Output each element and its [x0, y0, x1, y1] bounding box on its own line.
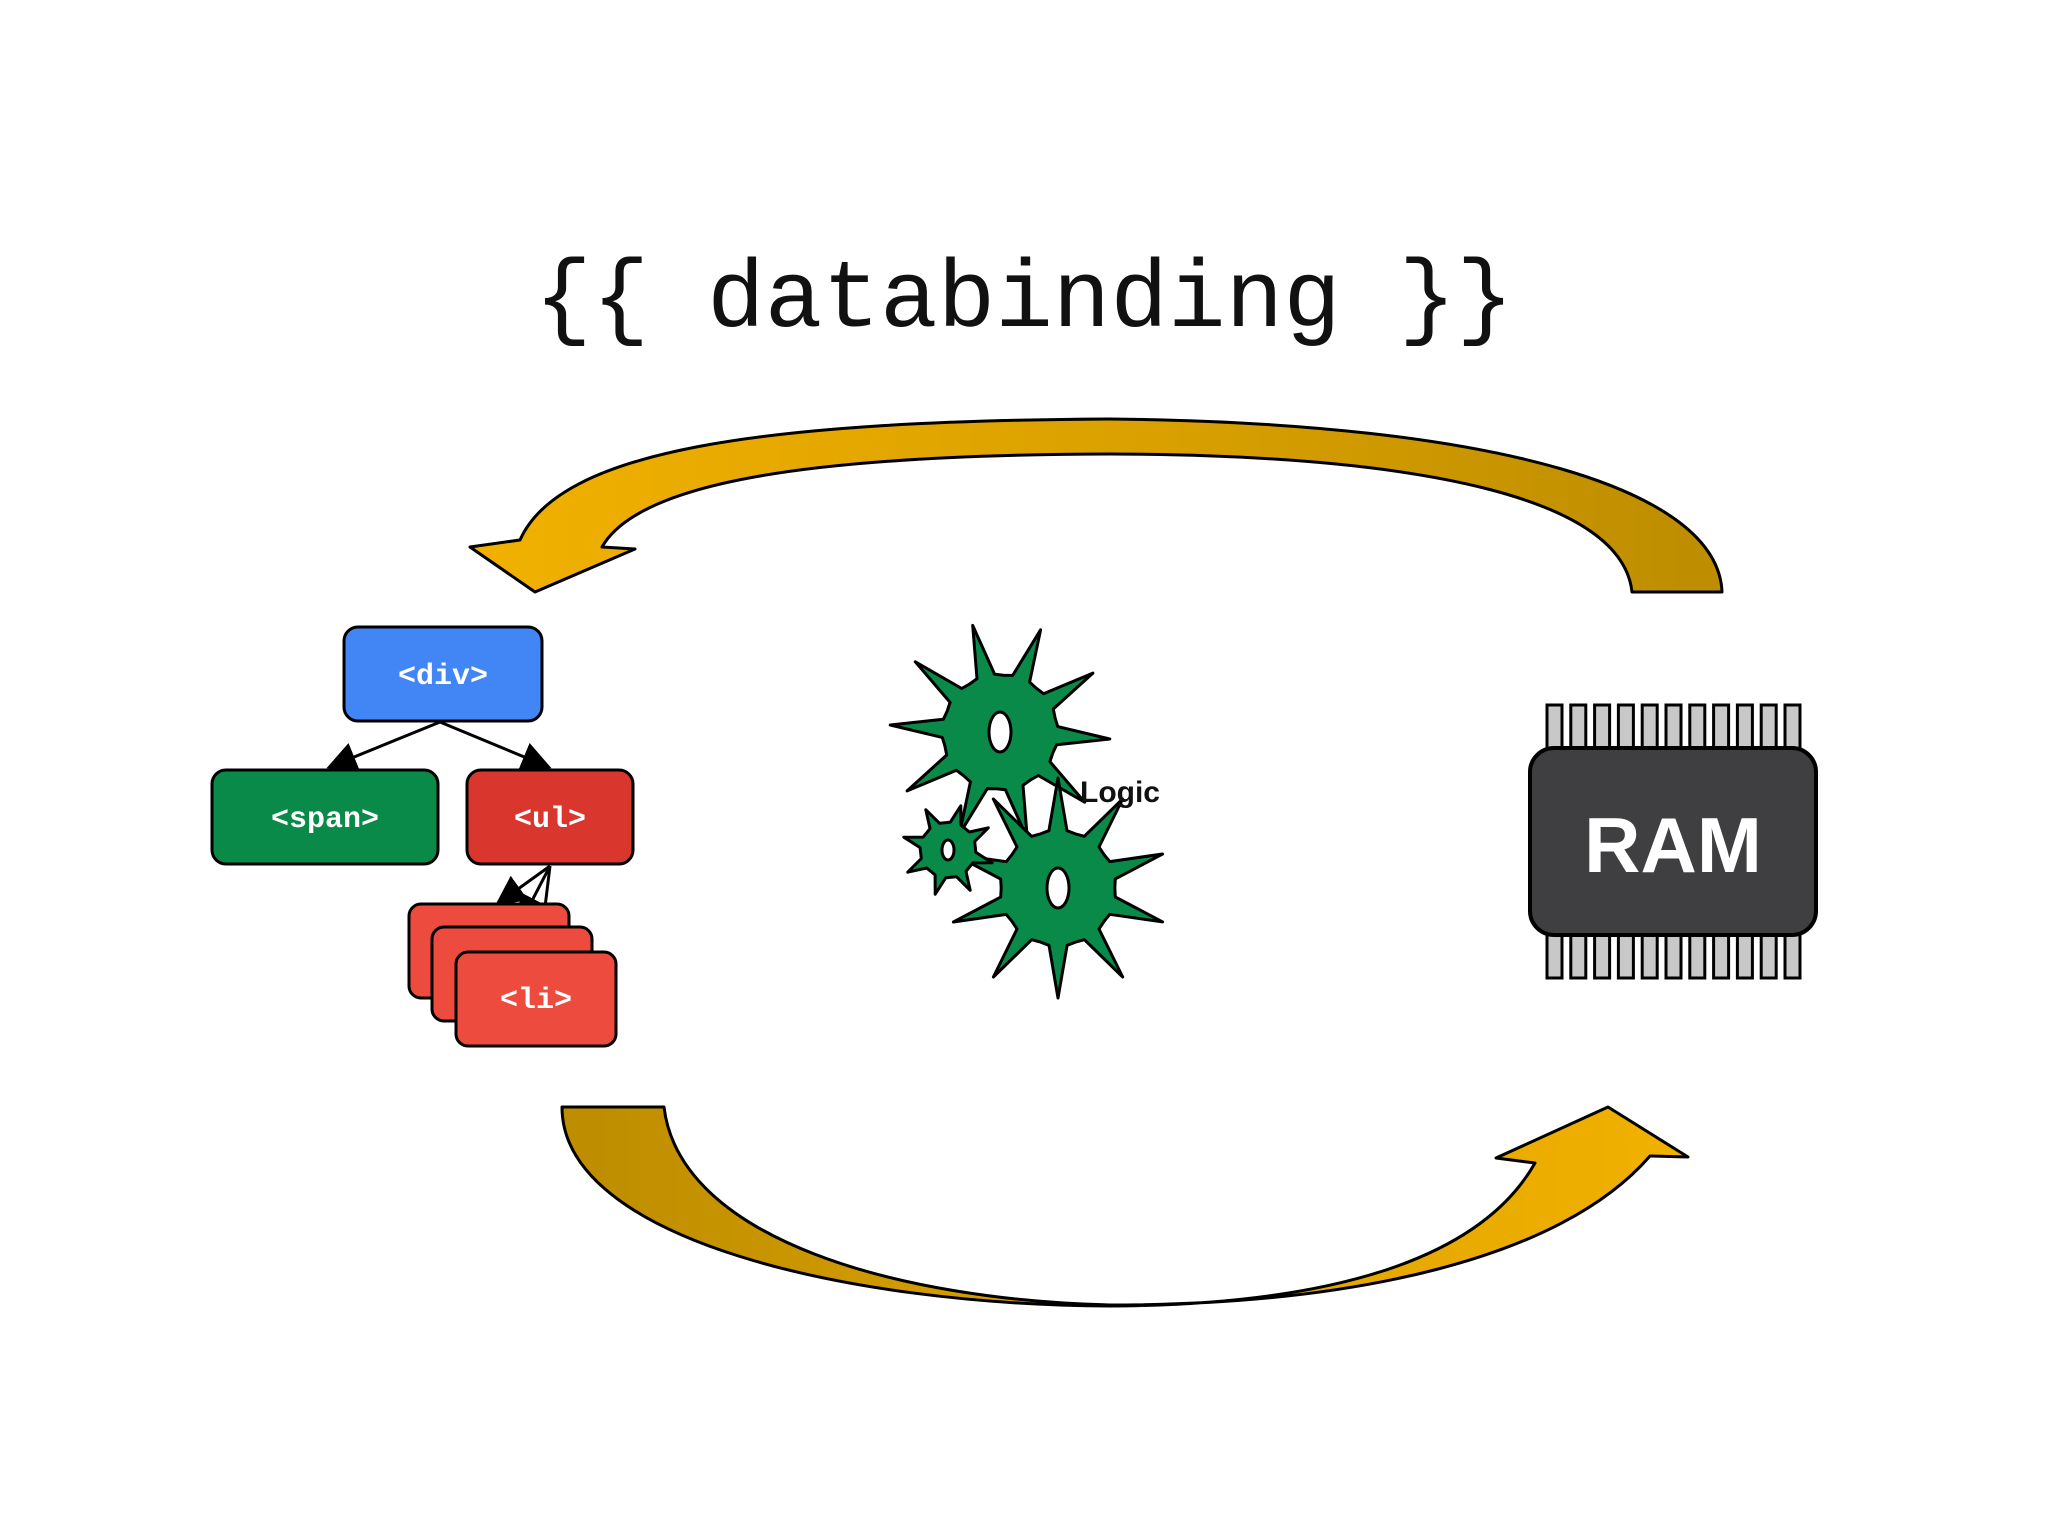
gear-large-hole — [987, 710, 1013, 754]
ul-node: <ul> — [465, 768, 635, 866]
top-curved-arrow — [468, 417, 1724, 594]
connector-ul-li-1 — [495, 864, 551, 906]
div-node-label: <div> — [398, 660, 488, 694]
span-node: <span> — [210, 768, 440, 866]
div-node: <div> — [342, 625, 544, 723]
ram-body — [1528, 746, 1818, 937]
small-gear-icon — [902, 804, 994, 896]
li-node-front — [454, 950, 618, 1048]
connector-div-ul — [439, 720, 552, 771]
li-node-label: <li> — [500, 984, 572, 1018]
logic-gears: Logic — [888, 623, 1165, 1000]
li-node-stack: <li> — [407, 902, 618, 1048]
span-node-label: <span> — [271, 803, 379, 837]
page-title: {{ databinding }} — [534, 246, 1513, 355]
ram-label: RAM — [1584, 801, 1762, 889]
medium-gear-icon — [951, 776, 1165, 1000]
logic-label: Logic — [1080, 776, 1160, 809]
large-gear-icon — [888, 623, 1112, 841]
gear-medium-hole — [1045, 866, 1071, 910]
gear-small-hole — [940, 838, 956, 862]
ul-node-label: <ul> — [514, 803, 586, 837]
bottom-curved-arrow — [560, 1105, 1690, 1308]
ram-chip-icon: RAM — [1528, 703, 1818, 980]
connector-div-span — [326, 720, 441, 771]
